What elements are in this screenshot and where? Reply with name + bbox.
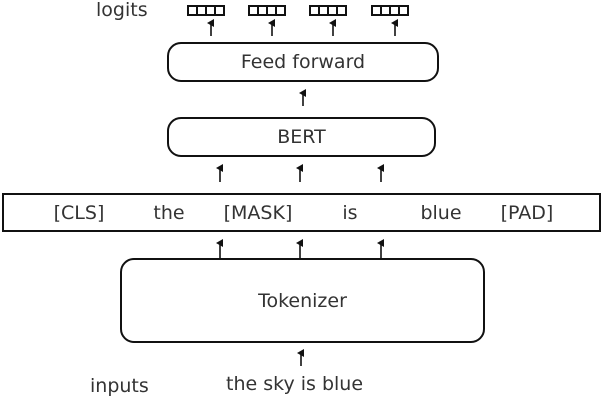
token: is: [342, 201, 358, 224]
token: blue: [420, 201, 462, 224]
tokenizer-block: Tokenizer: [120, 258, 485, 343]
logit-cell: [336, 5, 347, 16]
tokenizer-label: Tokenizer: [258, 289, 347, 312]
token: [MASK]: [223, 201, 293, 224]
input-text: the sky is blue: [226, 373, 364, 395]
feed-forward-label: Feed forward: [240, 51, 366, 73]
token: [PAD]: [500, 201, 554, 224]
bert-label: BERT: [277, 126, 326, 148]
token: [CLS]: [53, 201, 105, 224]
token: the: [153, 201, 185, 224]
logit-vector: [248, 5, 286, 16]
logit-vector: [187, 5, 225, 16]
logit-cell: [214, 5, 225, 16]
logits-label: logits: [96, 0, 148, 21]
logit-cell: [275, 5, 286, 16]
logit-vector: [371, 5, 409, 16]
logit-vector: [309, 5, 347, 16]
feed-forward-block: Feed forward: [167, 42, 439, 82]
logit-cell: [398, 5, 409, 16]
bert-block: BERT: [167, 117, 436, 157]
inputs-label: inputs: [90, 375, 149, 397]
token-strip: [CLS] the [MASK] is blue [PAD]: [2, 193, 601, 232]
